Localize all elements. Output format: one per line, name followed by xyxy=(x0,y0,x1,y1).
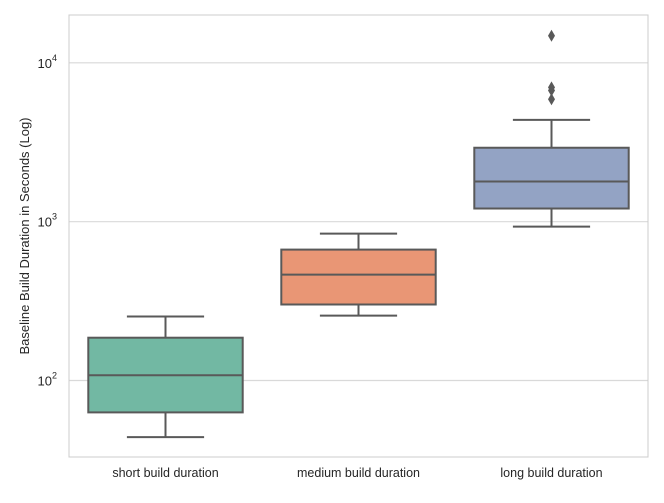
box-2 xyxy=(473,29,630,228)
x-tick-label: short build duration xyxy=(112,466,218,480)
outlier-point xyxy=(548,29,555,42)
y-axis-label: Baseline Build Duration in Seconds (Log) xyxy=(17,117,32,354)
box-iqr xyxy=(280,248,437,306)
y-tick-label: 103 xyxy=(38,212,57,230)
y-tick-label: 102 xyxy=(38,371,57,389)
x-tick-label: long build duration xyxy=(500,466,602,480)
y-tick-labels: 102 103 104 xyxy=(38,53,57,389)
box-1 xyxy=(280,232,437,317)
gridlines xyxy=(69,62,648,382)
x-tick-labels: short build duration medium build duratio… xyxy=(112,466,602,480)
outlier-point xyxy=(548,93,555,106)
box-iqr xyxy=(473,146,630,210)
outlier-point xyxy=(548,81,555,94)
y-tick-label: 104 xyxy=(38,53,57,71)
box-0 xyxy=(87,315,244,439)
x-tick-label: medium build duration xyxy=(297,466,420,480)
plot-frame xyxy=(68,14,649,458)
boxes xyxy=(87,29,630,439)
